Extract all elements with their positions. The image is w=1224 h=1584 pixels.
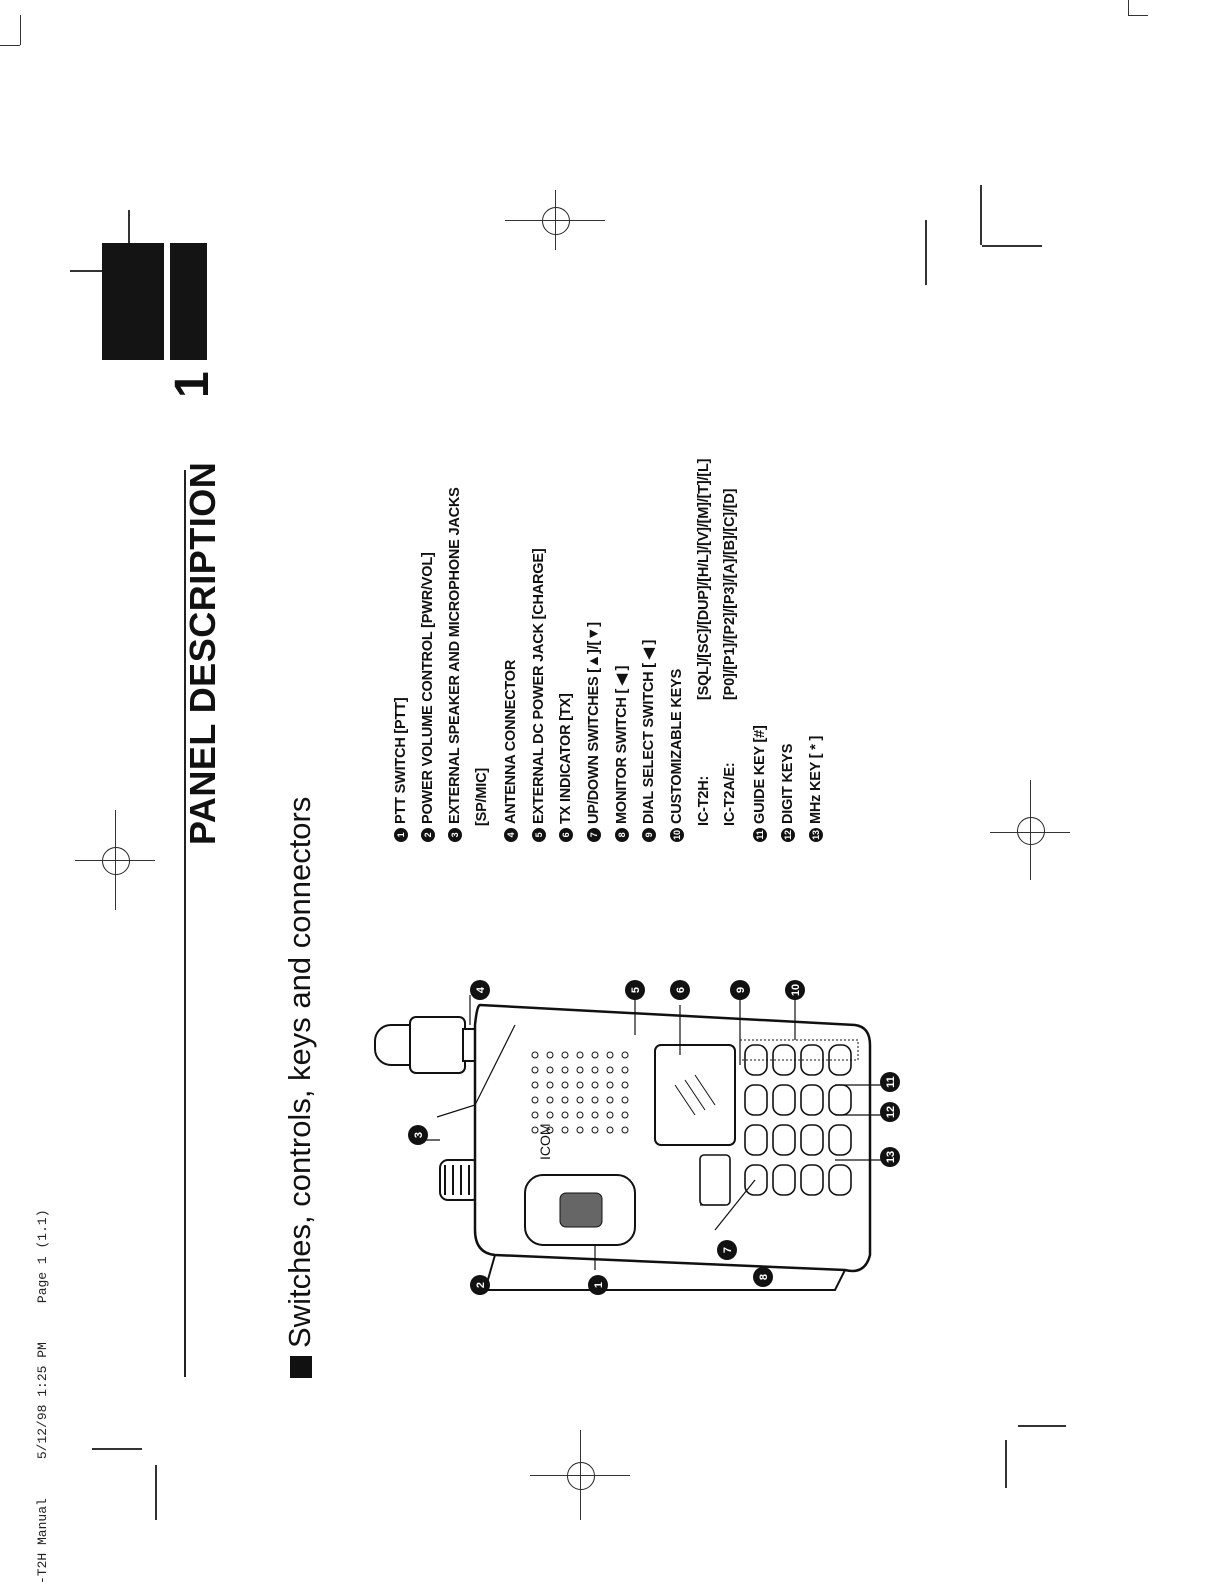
callout-10: 10 [785,980,805,1000]
svg-text:1: 1 [593,1282,605,1288]
callout-1: 1 [588,1275,608,1295]
svg-text:5: 5 [630,987,642,993]
svg-text:11: 11 [885,1076,897,1088]
item-number: 4 [504,828,518,842]
crop-mark [1128,0,1129,15]
crop-mark [982,245,1042,247]
brand-logo: ICOM [537,1123,553,1160]
item-number: 7 [587,828,601,842]
chapter-number: 1 [166,371,219,398]
svg-text:12: 12 [885,1106,897,1118]
callout-3: 3 [408,1125,428,1145]
crop-mark [1005,1440,1007,1488]
item-number: 8 [615,828,629,842]
list-item-continuation: [SP/MIC] [474,767,490,826]
registration-target [530,1430,630,1520]
chapter-tab [102,243,164,360]
callout-11: 11 [880,1072,900,1092]
list-item-detail: [P0]/[P1]/[P2]/[P3]/[A]/[B]/[C]/[D] [722,488,738,700]
crop-mark [925,220,927,285]
speaker-grille [531,1051,629,1134]
crop-mark [0,45,20,46]
keypad [744,1044,852,1196]
list-item: 4ANTENNA CONNECTOR [503,660,519,842]
chapter-tab [170,243,207,360]
item-number: 12 [781,828,795,842]
crop-mark [980,185,982,245]
list-item: 11GUIDE KEY [#] [752,725,768,842]
chapter-title: PANEL DESCRIPTION [182,461,223,845]
crop-mark [155,1465,157,1520]
callout-9: 9 [730,980,750,1000]
registration-target [75,810,155,910]
list-item-model: IC-T2H: [696,775,712,826]
antenna [374,1016,484,1074]
section-bullet-icon [290,1356,312,1378]
radio-side [483,1254,846,1291]
title-rule [184,470,186,1377]
callout-2: 2 [470,1275,490,1295]
radio-illustration: ICOM [374,995,882,1291]
list-item: 8MONITOR SWITCH [ ◀ ] [614,666,630,842]
svg-text:7: 7 [722,1247,734,1253]
svg-text:3: 3 [413,1132,425,1138]
crop-mark [1018,1425,1066,1427]
item-number: 1 [394,828,408,842]
list-item: 2POWER VOLUME CONTROL [PWR/VOL] [420,552,436,842]
item-number: 9 [642,828,656,842]
svg-text:8: 8 [758,1274,770,1280]
section-title: Switches, controls, keys and connectors [282,797,318,1378]
svg-text:9: 9 [735,987,747,993]
svg-text:10: 10 [790,984,802,996]
registration-target [505,190,605,250]
crop-mark [128,210,130,270]
callout-7: 7 [717,1240,737,1260]
item-number: 6 [559,828,573,842]
print-header: -T2H Manual 5/12/98 1:25 PM Page 1 (1.1) [35,1209,50,1584]
item-number: 2 [421,828,435,842]
header-doc: -T2H Manual [35,1498,50,1584]
list-item-detail: [SQL]/[SC]/[DUP]/[H/L]/[V]/[M]/[T]/[L] [696,458,712,700]
svg-text:4: 4 [475,986,487,993]
list-item: 10CUSTOMIZABLE KEYS [669,669,685,842]
list-item: 7UP/DOWN SWITCHES [▲]/[▼] [586,622,602,842]
list-item: 12DIGIT KEYS [780,744,796,842]
registration-target [990,780,1070,880]
header-page: Page 1 (1.1) [35,1209,50,1304]
volume-knob [439,1159,481,1201]
list-item-model: IC-T2A/E: [722,762,738,826]
callout-8: 8 [753,1267,773,1287]
list-item: 9DIAL SELECT SWITCH [ ◀ ] [641,640,657,842]
item-number: 10 [670,828,684,842]
list-item: 13MHz KEY [ * ] [808,736,824,842]
crop-mark [92,1448,142,1450]
item-number: 5 [532,828,546,842]
header-date: 5/12/98 1:25 PM [35,1342,50,1460]
callout-4: 4 [470,980,490,1000]
item-number: 13 [809,828,823,842]
list-item: 5EXTERNAL DC POWER JACK [CHARGE] [531,549,547,842]
svg-text:6: 6 [675,987,687,993]
callout-6: 6 [670,980,690,1000]
list-item: 1PTT SWITCH [PTT] [393,698,409,842]
list-item: 3EXTERNAL SPEAKER AND MICROPHONE JACKS [447,487,463,842]
crop-mark [1128,15,1148,16]
callout-12: 12 [880,1102,900,1122]
section-title-text: Switches, controls, keys and connectors [282,796,317,1348]
item-number: 3 [448,828,462,842]
item-number: 11 [753,828,767,842]
callout-13: 13 [880,1147,900,1167]
svg-text:2: 2 [475,1282,487,1288]
svg-text:13: 13 [885,1151,897,1163]
callout-5: 5 [625,980,645,1000]
crop-mark [20,15,21,45]
list-item: 6TX INDICATOR [TX] [558,693,574,842]
